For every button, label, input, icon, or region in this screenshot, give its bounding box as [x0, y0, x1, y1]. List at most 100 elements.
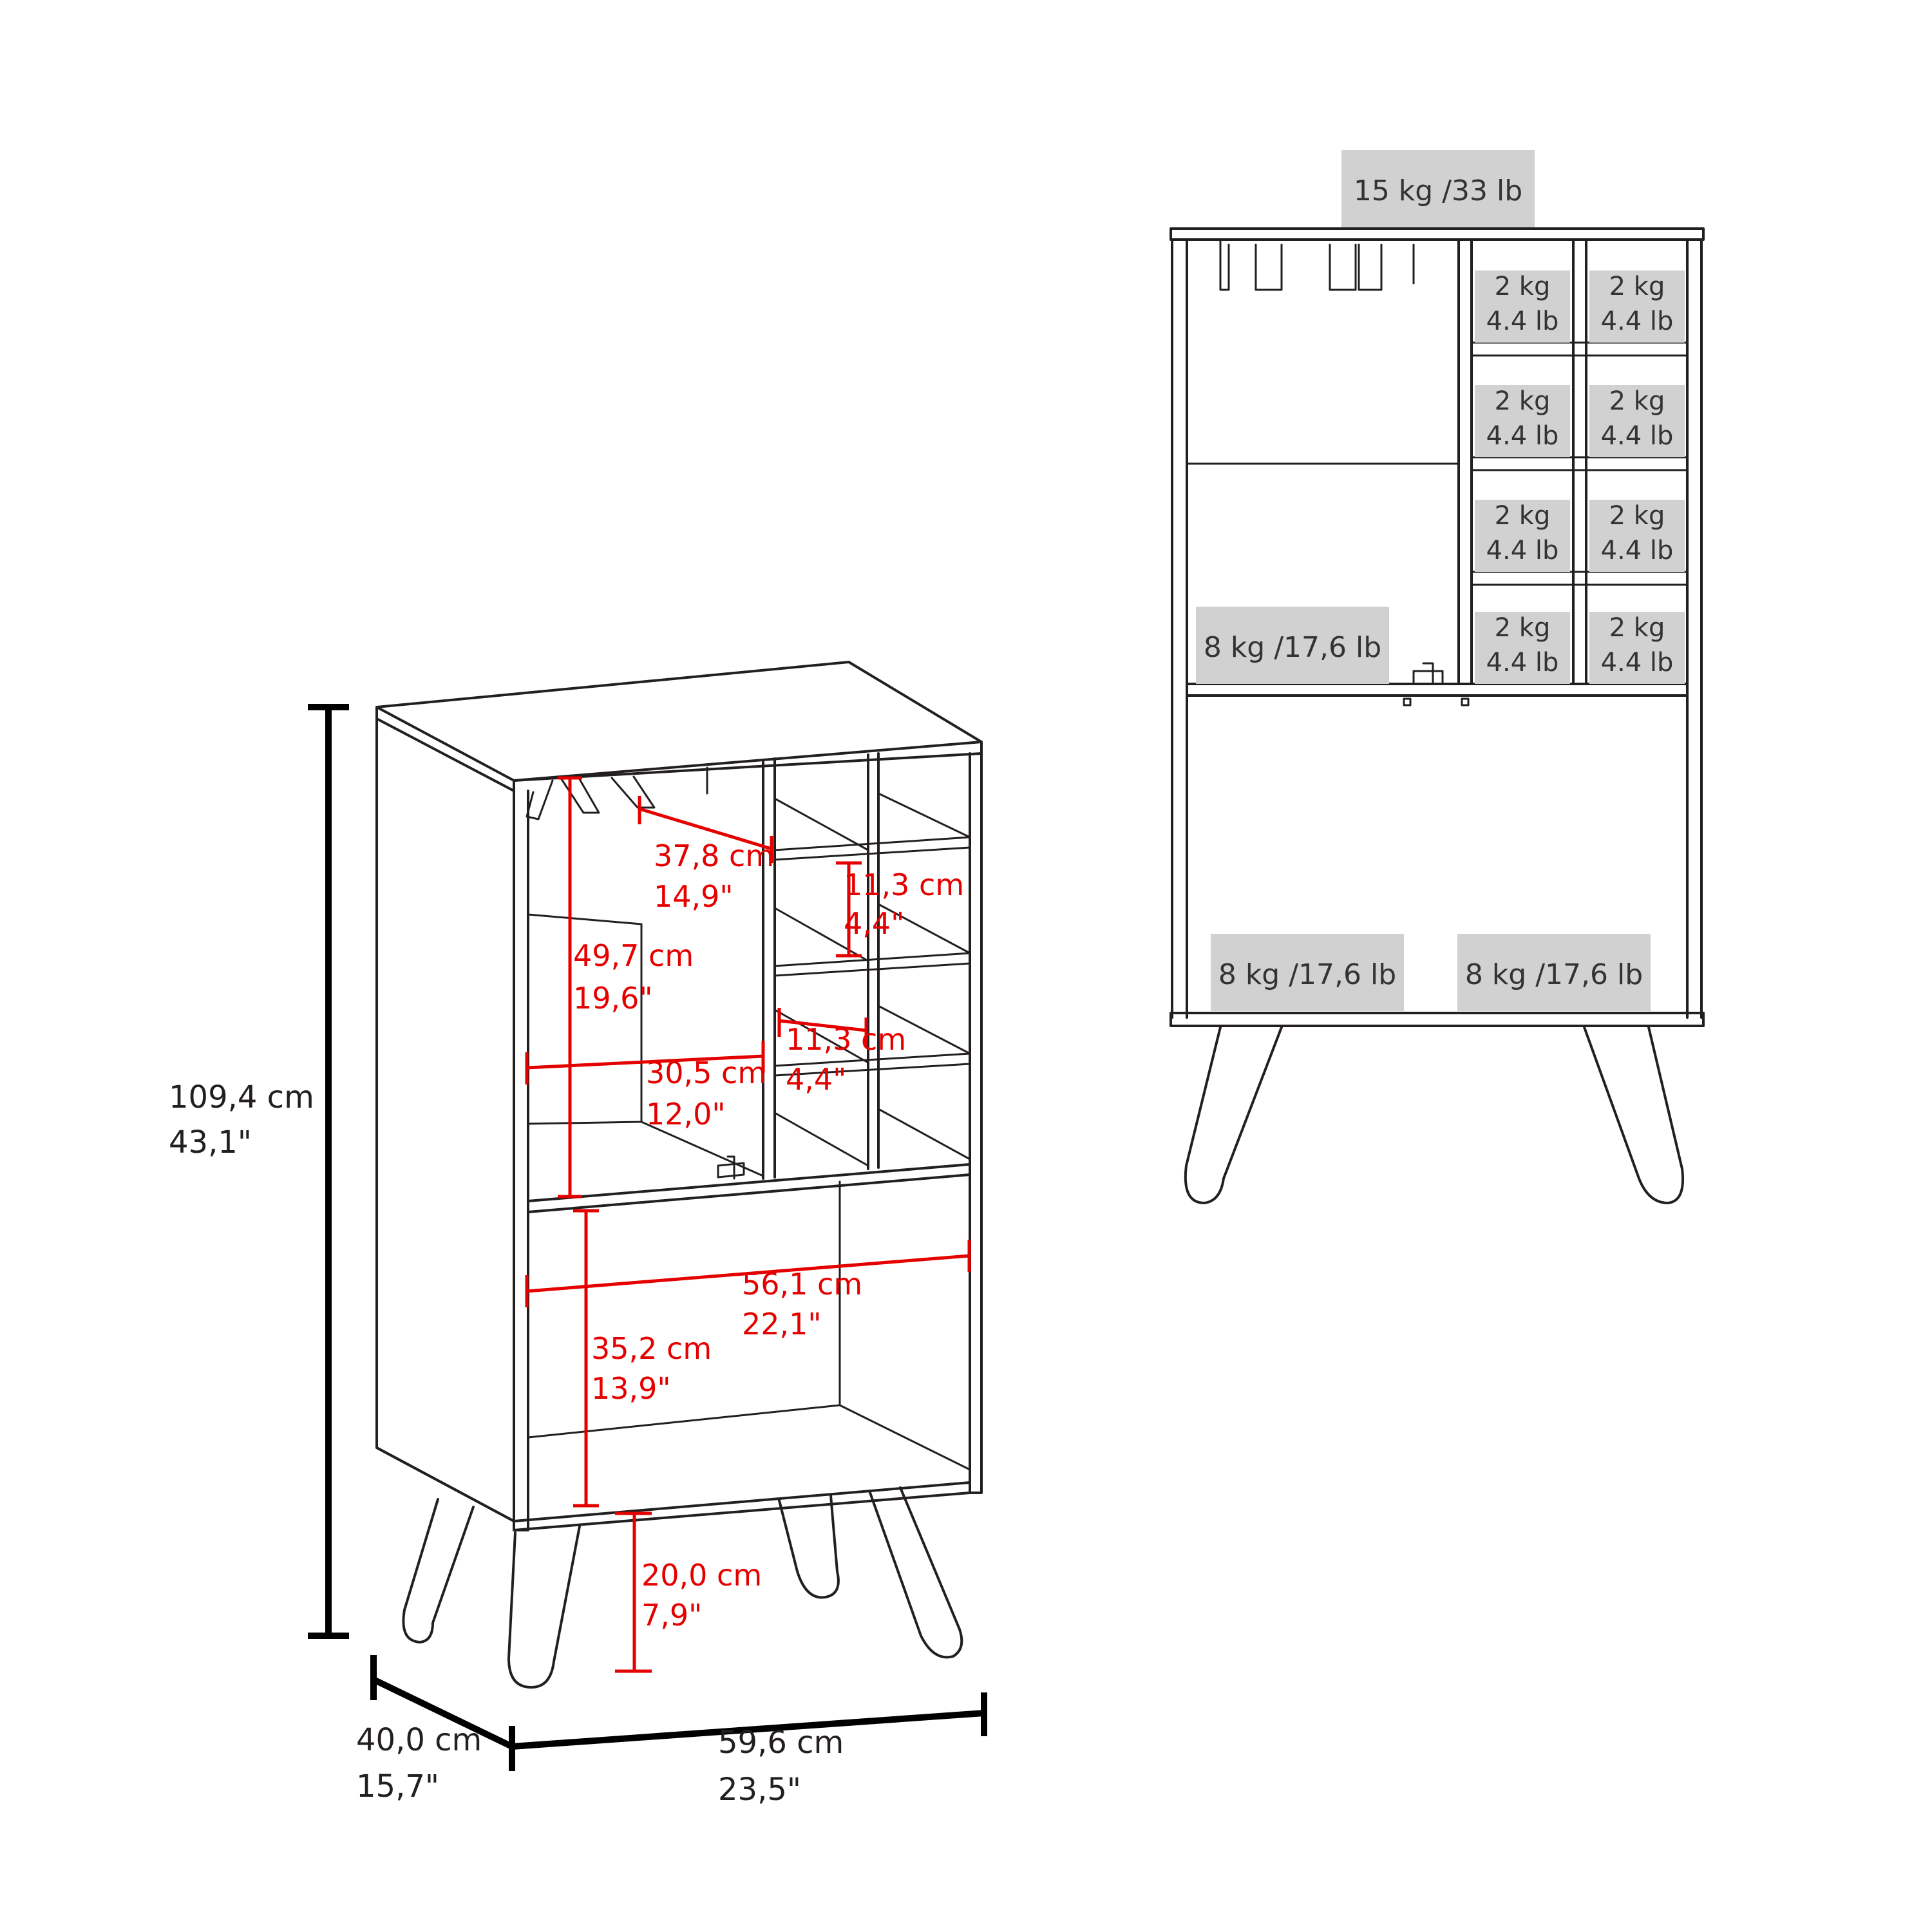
front-lock — [1412, 662, 1444, 685]
front-cubby-divider-left — [1457, 238, 1473, 685]
cubby-weight-lb: 4.4 lb — [1601, 648, 1674, 677]
front-middle-shelf — [1186, 683, 1689, 697]
cubby-width-line — [777, 1008, 868, 1046]
front-left-upright — [513, 790, 529, 1531]
lower-height-line — [573, 1209, 599, 1508]
bottom-left-weight-label: 8 kg /17,6 lb — [1218, 958, 1396, 991]
cabinet-top-edge — [375, 706, 983, 782]
bottom-left-weight-box — [1211, 934, 1404, 1011]
cubby-height-cm: 11,3 cm — [844, 867, 964, 902]
upper-shelf-weight-label: 8 kg /17,6 lb — [1204, 631, 1381, 664]
cubby-weight-box — [1589, 270, 1685, 343]
cubby-weight-kg: 2 kg — [1495, 386, 1551, 416]
depth-in-label: 15,7" — [356, 1768, 439, 1804]
front-leg-right — [1583, 1026, 1684, 1204]
upper-width-line — [525, 1041, 765, 1084]
cubby-weight-kg: 2 kg — [1609, 613, 1665, 643]
overall-height-dimension: 109,4 cm 43,1" — [169, 704, 349, 1639]
top-weight-label: 15 kg /33 lb — [1354, 175, 1522, 207]
cubby-weight-box — [1589, 500, 1685, 572]
glass-rack-depth-in: 14,9" — [654, 879, 734, 914]
cubby-width-in: 4,4" — [786, 1062, 846, 1097]
bottom-right-weight-label: 8 kg /17,6 lb — [1465, 958, 1643, 991]
overall-width-dimension: 59,6 cm 23,5" — [511, 1692, 987, 1808]
front-right-side — [1686, 238, 1703, 1019]
upper-width-in: 12,0" — [646, 1097, 726, 1132]
cubby-weight-box — [1475, 612, 1570, 684]
lower-width-line — [525, 1240, 971, 1307]
cubby-width-cm: 11,3 cm — [786, 1022, 906, 1057]
front-top-slab — [1170, 227, 1705, 241]
cubby-weight-lb: 4.4 lb — [1486, 536, 1559, 565]
upper-back-panel — [527, 913, 643, 1125]
cabinet-bottom — [513, 1481, 971, 1531]
cabinet-bottom-side — [375, 1446, 515, 1522]
cabinet-front-view — [1170, 227, 1705, 1204]
front-fittings — [1403, 697, 1470, 706]
lower-back-corner — [838, 1180, 971, 1471]
cubby-persp-1 — [773, 792, 971, 851]
upper-height-cm: 49,7 cm — [573, 938, 694, 973]
top-weight-box — [1341, 150, 1535, 227]
cubby-persp-4 — [773, 1108, 971, 1167]
leg-height-cm: 20,0 cm — [641, 1558, 762, 1593]
glass-rack — [526, 766, 708, 820]
front-cubby-shelf-3 — [1470, 571, 1689, 586]
cubby-weight-kg: 2 kg — [1495, 272, 1551, 301]
front-leg-left — [1184, 1026, 1283, 1204]
lower-back-floor — [527, 1404, 841, 1439]
leg-back-right — [778, 1494, 840, 1599]
cubby-weight-kg: 2 kg — [1495, 613, 1551, 643]
overall-depth-dimension: 40,0 cm 15,7" — [356, 1655, 515, 1804]
front-cubby-shelf-2 — [1470, 456, 1689, 471]
cubby-divider-right — [867, 752, 880, 1170]
cubby-weight-lb: 4.4 lb — [1601, 307, 1674, 336]
depth-cm-label: 40,0 cm — [356, 1722, 482, 1758]
cubby-weight-kg: 2 kg — [1495, 501, 1551, 531]
cabinet-left-side — [375, 717, 515, 1522]
upper-width-cm: 30,5 cm — [646, 1056, 766, 1090]
cubby-height-in: 4,4" — [844, 906, 904, 941]
front-left-side — [1171, 238, 1188, 1019]
bottom-right-weight-box — [1457, 934, 1651, 1011]
cubby-weight-lb: 4.4 lb — [1486, 648, 1559, 677]
cubby-shelf-3 — [773, 1052, 971, 1077]
cubby-weight-box — [1475, 385, 1570, 457]
cubby-persp-2 — [773, 903, 971, 962]
upper-height-in: 19,6" — [573, 981, 653, 1016]
cubby-persp-3 — [773, 1005, 971, 1064]
weight-labels: 15 kg /33 lb 8 kg /17,6 lb 8 kg /17,6 lb… — [1196, 150, 1685, 1011]
cubby-weight-box — [1589, 612, 1685, 684]
upper-shelf-weight-box — [1196, 607, 1389, 684]
cubby-weight-box — [1475, 500, 1570, 572]
leg-front-right — [868, 1486, 963, 1659]
middle-shelf — [527, 1163, 971, 1213]
cabinet-perspective-view — [375, 661, 983, 1689]
cubby-shelf-1 — [773, 836, 971, 861]
lower-width-in: 22,1" — [742, 1307, 822, 1341]
cubby-weight-lb: 4.4 lb — [1486, 307, 1559, 336]
lock-fitting — [717, 1155, 745, 1180]
cubby-weight-lb: 4.4 lb — [1601, 536, 1674, 565]
upper-height-line — [558, 776, 582, 1198]
height-cm-label: 109,4 cm — [169, 1079, 314, 1115]
interior-dimensions: 37,8 cm 14,9" 11,3 cm 4,4" 49,7 cm 19,6"… — [525, 776, 971, 1673]
lower-height-cm: 35,2 cm — [591, 1331, 712, 1366]
leg-height-line — [615, 1511, 652, 1673]
leg-front-left — [507, 1525, 581, 1689]
front-right-upright — [969, 752, 983, 1494]
cubby-weight-kg: 2 kg — [1609, 386, 1665, 416]
cubby-weight-kg: 2 kg — [1609, 501, 1665, 531]
cubby-weight-kg: 2 kg — [1609, 272, 1665, 301]
lower-height-in: 13,9" — [591, 1371, 671, 1406]
cubby-divider-left — [762, 757, 776, 1180]
cubby-shelf-2 — [773, 952, 971, 977]
front-bottom-slab — [1170, 1012, 1705, 1027]
leg-back-left — [402, 1498, 475, 1643]
lower-width-cm: 56,1 cm — [742, 1267, 862, 1302]
cubby-weight-box — [1589, 385, 1685, 457]
cubby-height-line — [836, 861, 862, 958]
glass-rack-depth-cm: 37,8 cm — [654, 838, 774, 873]
height-in-label: 43,1" — [169, 1124, 252, 1160]
